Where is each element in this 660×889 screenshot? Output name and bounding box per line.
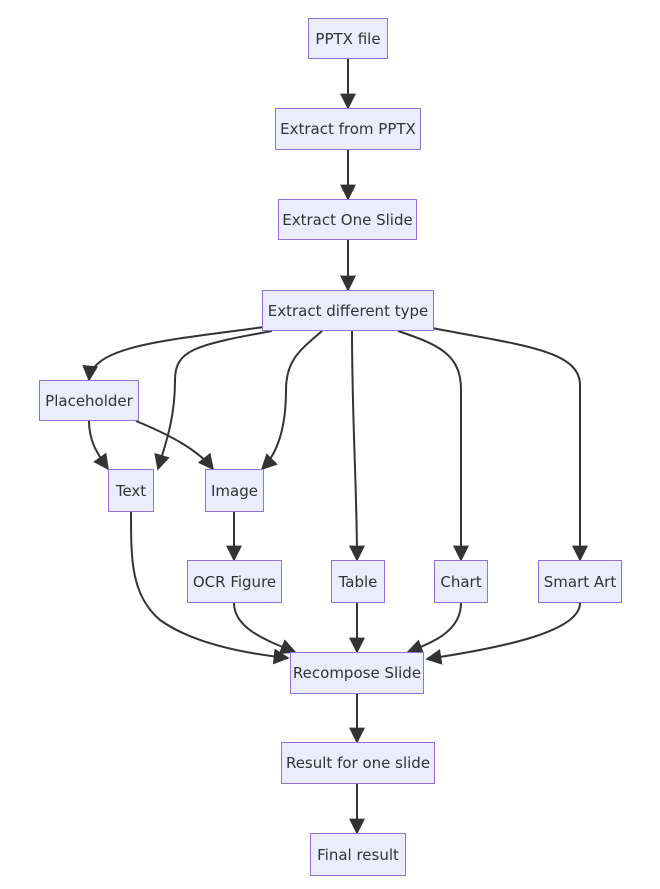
edge-extract-type-to-image (260, 330, 323, 471)
node-image: Image (205, 469, 264, 512)
edge-text-to-recompose (130, 511, 290, 665)
edge-extract-type-to-chart (397, 330, 469, 562)
node-result-for-one-slide: Result for one slide (281, 742, 435, 784)
node-chart: Chart (434, 560, 488, 603)
node-text: Text (108, 469, 154, 512)
edge-extract-type-to-smart-art (431, 327, 588, 562)
edge-placeholder-to-text (88, 420, 109, 471)
node-recompose-slide: Recompose Slide (290, 652, 424, 694)
node-ocr-figure: OCR Figure (187, 560, 282, 603)
edge-extract-type-to-text (154, 330, 273, 471)
edge-chart-to-recompose (406, 602, 462, 655)
node-extract-one-slide: Extract One Slide (278, 199, 417, 240)
edge-extract-type-to-table (348, 330, 365, 562)
node-smart-art: Smart Art (538, 560, 622, 603)
edge-placeholder-to-image (135, 420, 214, 471)
node-extract-different-type: Extract different type (262, 290, 434, 331)
edge-ocr-figure-to-recompose (233, 602, 297, 655)
node-placeholder: Placeholder (39, 380, 139, 421)
node-table: Table (331, 560, 385, 603)
edge-extract-type-to-placeholder (82, 326, 265, 382)
node-pptx-file: PPTX file (308, 18, 388, 59)
edge-smart-art-to-recompose (425, 602, 581, 665)
node-extract-from-pptx: Extract from PPTX (275, 108, 421, 150)
node-final-result: Final result (310, 833, 406, 876)
